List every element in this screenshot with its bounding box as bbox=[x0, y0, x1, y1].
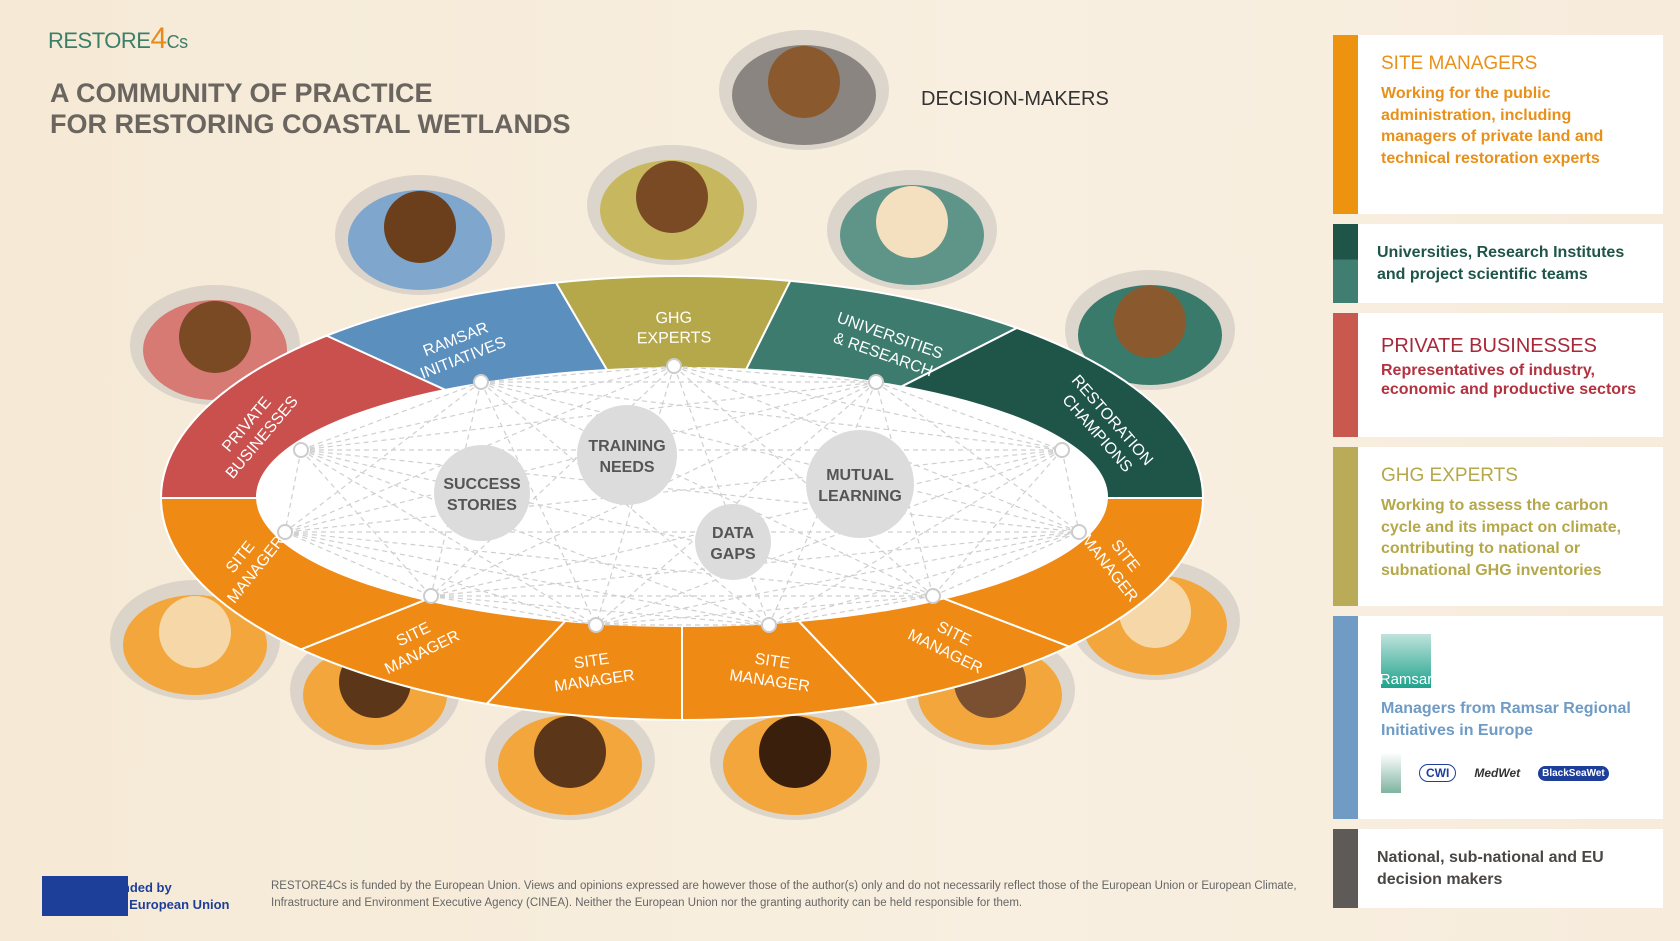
person-head bbox=[179, 301, 251, 373]
segment-label-line: GHG bbox=[655, 310, 692, 327]
legend-universities: Universities, Research Institutes and pr… bbox=[1333, 224, 1663, 303]
network-node bbox=[1054, 442, 1070, 458]
legend-decision-makers: National, sub-national and EU decision m… bbox=[1333, 829, 1663, 908]
network-line bbox=[300, 449, 770, 626]
network-node bbox=[423, 588, 439, 604]
network-node bbox=[868, 374, 884, 390]
ramsar-logo: Ramsar bbox=[1380, 634, 1432, 688]
network-node bbox=[473, 374, 489, 390]
person-head bbox=[876, 186, 948, 258]
partner-logo-icon bbox=[1381, 753, 1401, 793]
network-line bbox=[430, 595, 770, 626]
network-line bbox=[284, 531, 770, 626]
segment-label: GHG EXPERTS bbox=[637, 310, 712, 348]
network-node bbox=[293, 442, 309, 458]
network-line bbox=[673, 365, 877, 383]
person-head bbox=[636, 161, 708, 233]
legend-ramsar: Ramsar Managers from Ramsar Regional Ini… bbox=[1333, 616, 1663, 819]
network-node bbox=[666, 358, 682, 374]
network-node bbox=[277, 524, 293, 540]
network-line bbox=[673, 365, 770, 626]
topic-bubble bbox=[806, 430, 914, 538]
community-table-diagram: SUCCESS STORIES TRAINING NEEDS MUTUAL LEARNIN… bbox=[110, 30, 1240, 820]
person-head bbox=[534, 716, 606, 788]
network-line bbox=[1061, 449, 1080, 533]
network-node bbox=[925, 588, 941, 604]
segment-label-line: SITE bbox=[573, 651, 611, 673]
person-head bbox=[759, 716, 831, 788]
disclaimer: RESTORE4Cs is funded by the European Uni… bbox=[271, 880, 1297, 909]
topic-bubble bbox=[695, 504, 771, 580]
topic-label: LEARNING bbox=[818, 488, 902, 505]
network-line bbox=[284, 449, 302, 533]
topic-label: NEEDS bbox=[599, 459, 654, 476]
eu-flag-icon bbox=[42, 876, 128, 916]
network-line bbox=[284, 531, 934, 597]
topic-label: DATA bbox=[712, 525, 755, 542]
network-line bbox=[284, 381, 877, 533]
network-line bbox=[768, 595, 934, 626]
network-line bbox=[300, 449, 934, 597]
legend-private-businesses: PRIVATE BUSINESSES Representatives of in… bbox=[1333, 313, 1663, 437]
person-head bbox=[1114, 286, 1186, 358]
person-head bbox=[159, 596, 231, 668]
person-head bbox=[384, 191, 456, 263]
decision-makers-label: DECISION-MAKERS bbox=[921, 88, 1109, 110]
topic-bubble bbox=[577, 405, 677, 505]
legend-site-managers: SITE MANAGERS Working for the public adm… bbox=[1333, 35, 1663, 214]
network-line bbox=[300, 365, 675, 451]
network-line bbox=[480, 381, 934, 597]
network-line bbox=[673, 365, 934, 597]
network-line bbox=[595, 531, 1080, 626]
network-line bbox=[300, 449, 597, 626]
topic-label: SUCCESS bbox=[443, 476, 521, 493]
topic-label: TRAINING bbox=[588, 438, 665, 455]
network-line bbox=[300, 381, 877, 451]
topic-label: GAPS bbox=[710, 546, 756, 563]
network-line bbox=[768, 449, 1063, 626]
network-line bbox=[284, 531, 597, 626]
network-line bbox=[480, 381, 1080, 533]
network-line bbox=[430, 365, 675, 597]
segment-label-line: SITE bbox=[754, 651, 792, 673]
network-line bbox=[595, 381, 877, 626]
person-head bbox=[768, 46, 840, 118]
topic-label: STORIES bbox=[447, 497, 517, 514]
network-line bbox=[875, 381, 1080, 533]
network-node bbox=[761, 617, 777, 633]
network-node bbox=[1071, 524, 1087, 540]
topic-label: MUTUAL bbox=[826, 467, 894, 484]
network-line bbox=[595, 595, 934, 626]
network-line bbox=[300, 449, 1080, 533]
network-line bbox=[875, 381, 1063, 451]
network-line bbox=[300, 449, 432, 597]
legend-ghg-experts: GHG EXPERTS Working to assess the carbon… bbox=[1333, 447, 1663, 606]
table-center bbox=[256, 367, 1108, 627]
network-line bbox=[673, 365, 1063, 451]
topic-bubble bbox=[434, 445, 530, 541]
restore4cs-logo: RESTORE4Cs bbox=[48, 22, 188, 55]
network-line bbox=[480, 381, 1063, 451]
network-line bbox=[932, 449, 1063, 597]
network-line bbox=[284, 449, 1063, 533]
network-line bbox=[430, 595, 597, 626]
partner-logos: CWI MedWet BlackSeaWet bbox=[1381, 753, 1651, 793]
network-node bbox=[588, 617, 604, 633]
segment-label-line: EXPERTS bbox=[637, 329, 712, 347]
network-line bbox=[595, 449, 1063, 626]
topic-bubbles: SUCCESS STORIES TRAINING NEEDS MUTUAL LEARNIN… bbox=[434, 405, 914, 580]
